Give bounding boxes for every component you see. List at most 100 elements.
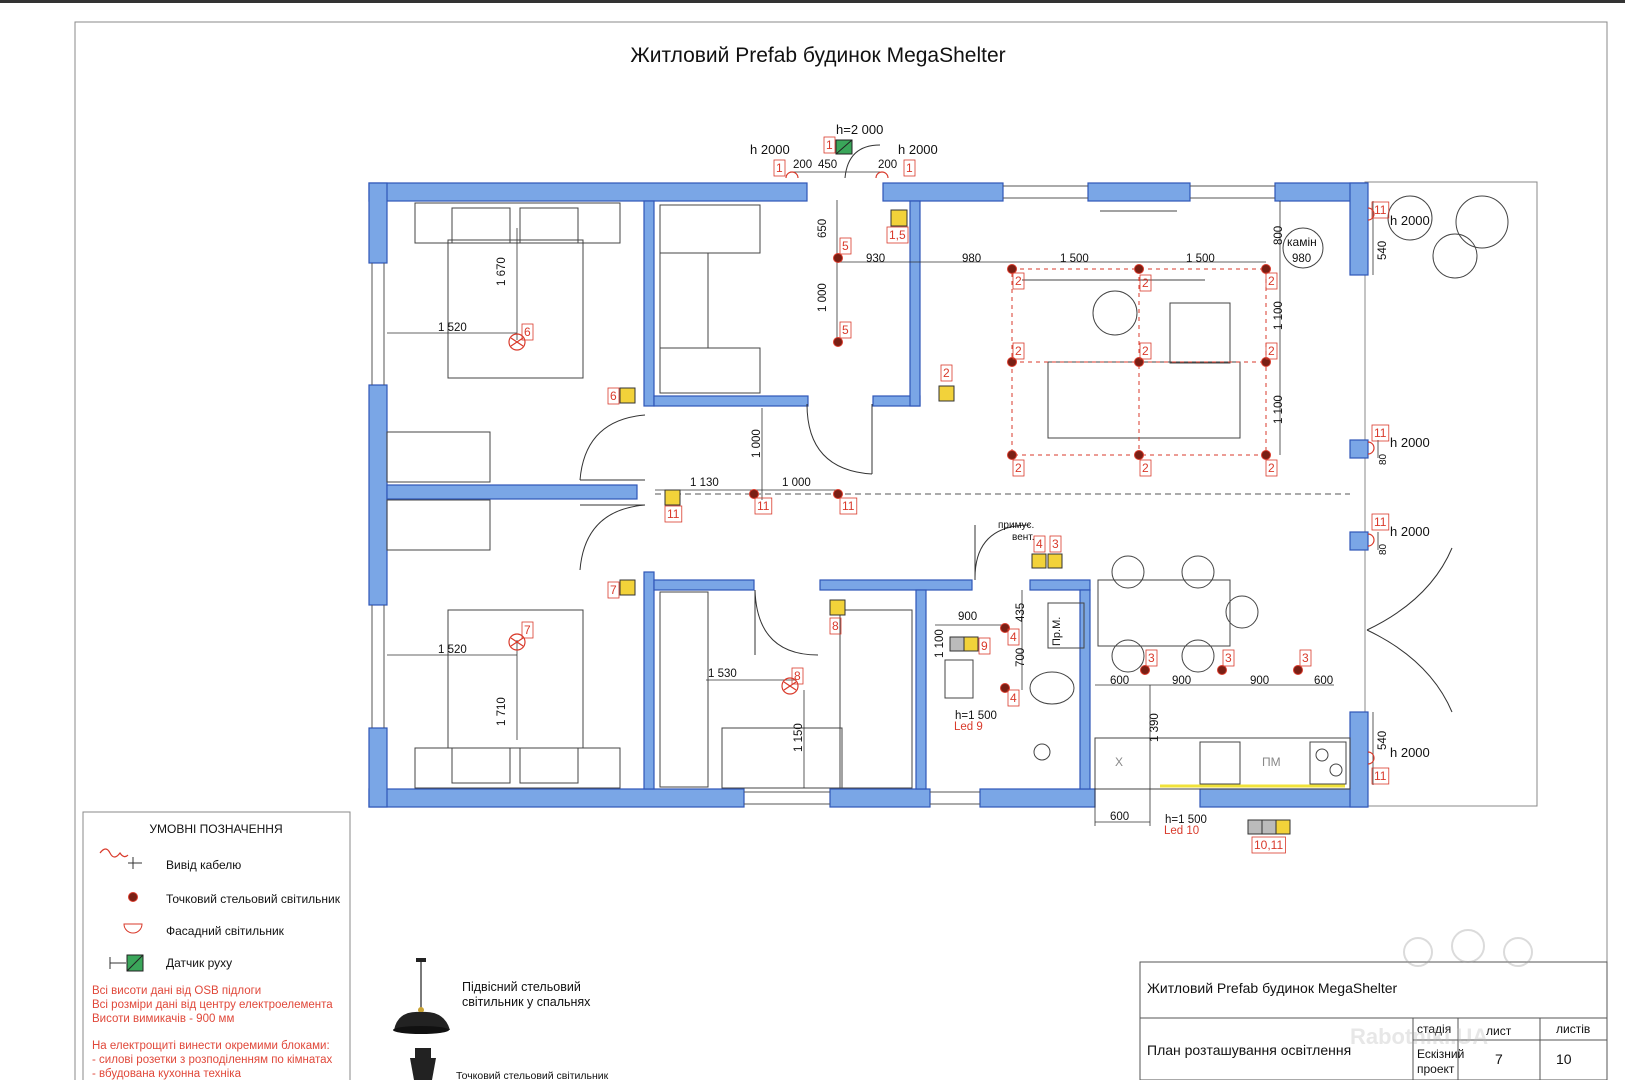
marker-box xyxy=(1371,201,1390,219)
watermark-text: Rabotniki.UA xyxy=(1350,1024,1488,1049)
dim-1520-top: 1 520 xyxy=(438,322,467,334)
marker-box xyxy=(839,321,852,339)
fixture-labels: Підвісний стельовий світильник у спальня… xyxy=(456,980,609,1082)
marker-2-e: 2 xyxy=(1142,344,1149,358)
spot-corridor-2 xyxy=(833,489,843,499)
spot-living-3 xyxy=(1261,264,1271,274)
dim-1520-bottom: 1 520 xyxy=(438,644,467,656)
fridge-label: Х xyxy=(1115,755,1123,769)
sheet-frame xyxy=(74,21,1608,1085)
marker-box xyxy=(886,226,909,244)
spot-wardrobe-2 xyxy=(833,337,843,347)
dim-1000-wardrobe: 1 000 xyxy=(817,283,829,312)
spot-fixture-label: Точковий стельовий світильник xyxy=(456,1070,609,1080)
legend-label-facade: Фасадний світильник xyxy=(166,924,285,938)
marker-box xyxy=(664,505,683,523)
washer-label: Пр.М. xyxy=(1051,617,1063,646)
spot-living-4 xyxy=(1007,357,1017,367)
motion-sensor xyxy=(835,139,853,155)
dim-980-fireplace: 980 xyxy=(1292,253,1311,265)
spot-living-7 xyxy=(1007,450,1017,460)
facade-lamp-side-3 xyxy=(1367,533,1375,547)
door-swings xyxy=(579,144,1453,713)
marker-box xyxy=(1139,274,1152,292)
spot-kitchen-2 xyxy=(1217,665,1227,675)
spot-bath-1 xyxy=(1000,623,1010,633)
dim-930: 930 xyxy=(866,253,885,265)
pendant-lamps xyxy=(508,333,799,695)
switch-9 xyxy=(963,636,979,652)
marker-2-a: 2 xyxy=(1015,274,1022,288)
watermark-logo: Rabotniki.UA xyxy=(1350,929,1533,1049)
dim-800: 800 xyxy=(1273,226,1285,245)
marker-4-a: 4 xyxy=(1010,630,1017,644)
marker-8: 8 xyxy=(794,669,801,683)
marker-2-i: 2 xyxy=(1268,461,1275,475)
pendant-label-2: світильник у спальнях xyxy=(462,995,591,1009)
marker-box xyxy=(607,387,620,405)
height-labels: h=2 000 h 2000 h 2000 h 2000 h 2000 h 20… xyxy=(750,122,1430,826)
dim-1000-corridor-v: 1 000 xyxy=(751,429,763,458)
legend-icons xyxy=(99,848,144,972)
dim-1100-b: 1 100 xyxy=(1273,395,1285,424)
marker-11-b: 11 xyxy=(842,499,855,513)
marker-2-g: 2 xyxy=(1015,461,1022,475)
switch-3 xyxy=(1047,553,1063,569)
marker-box xyxy=(1265,342,1278,360)
marker-3-b: 3 xyxy=(1225,651,1232,665)
legend-notes: Всі висоти дані від OSB підлоги Всі розм… xyxy=(92,985,333,1080)
marker-11-ext-1: 11 xyxy=(1374,203,1387,217)
dim-200-right: 200 xyxy=(878,159,897,171)
marker-6-switch: 6 xyxy=(610,389,617,403)
dim-1500-b: 1 500 xyxy=(1186,253,1215,265)
vent-label: вент. xyxy=(1012,532,1035,543)
led-labels: Led 9 Led 10 xyxy=(954,721,1199,837)
marker-1-left: 1 xyxy=(776,161,783,175)
dim-435: 435 xyxy=(1015,603,1027,622)
dim-450: 450 xyxy=(818,159,837,171)
marker-2-h: 2 xyxy=(1142,461,1149,475)
legend-label-cable: Вивід кабелю xyxy=(166,858,241,872)
switch-7 xyxy=(619,579,636,596)
dishwasher-label: ПМ xyxy=(1262,755,1281,769)
marker-box xyxy=(839,497,858,515)
marker-3-switch: 3 xyxy=(1052,537,1059,551)
marker-9-switch: 9 xyxy=(981,639,988,653)
spot-living-8 xyxy=(1134,450,1144,460)
marker-4-switch: 4 xyxy=(1036,537,1043,551)
marker-1-right: 1 xyxy=(906,161,913,175)
marker-8-switch: 8 xyxy=(832,619,839,633)
pendant-bedroom-top xyxy=(508,333,526,351)
marker-box xyxy=(607,581,620,599)
dim-80-a: 80 xyxy=(1378,453,1389,465)
dim-540-top: 540 xyxy=(1377,241,1389,260)
spot-living-9 xyxy=(1261,450,1271,460)
legend-note2-1: На електрощиті винести окремими блоками: xyxy=(92,1040,330,1052)
marker-box xyxy=(1371,767,1390,785)
spot-living-1 xyxy=(1007,264,1017,274)
dim-1100-a: 1 100 xyxy=(1273,301,1285,330)
spot-living-2 xyxy=(1134,264,1144,274)
marker-2-d: 2 xyxy=(1015,344,1022,358)
tb-sheet-header: лист xyxy=(1486,1024,1512,1038)
marker-11-switch: 11 xyxy=(667,507,680,521)
dim-1150: 1 150 xyxy=(793,723,805,752)
height-bath-led: h=1 500 xyxy=(955,710,997,722)
marker-box xyxy=(773,159,786,177)
marker-11-ext-2: 11 xyxy=(1374,426,1387,440)
legend-label-spot: Точковий стельовий світильник xyxy=(166,892,341,906)
switches xyxy=(619,209,1291,835)
tb-project: Житловий Prefab будинок MegaShelter xyxy=(1147,980,1398,996)
facade-lamp-side-1 xyxy=(1367,207,1375,221)
marker-box xyxy=(1049,535,1062,553)
dim-650: 650 xyxy=(817,219,829,238)
switch-4 xyxy=(1031,553,1047,569)
dim-80-b: 80 xyxy=(1378,543,1389,555)
marker-15: 1,5 xyxy=(889,228,906,242)
dim-700: 700 xyxy=(1015,648,1027,667)
marker-box xyxy=(1012,272,1025,290)
switch-2 xyxy=(938,385,955,402)
facade-lamp-entry-left xyxy=(785,171,799,179)
